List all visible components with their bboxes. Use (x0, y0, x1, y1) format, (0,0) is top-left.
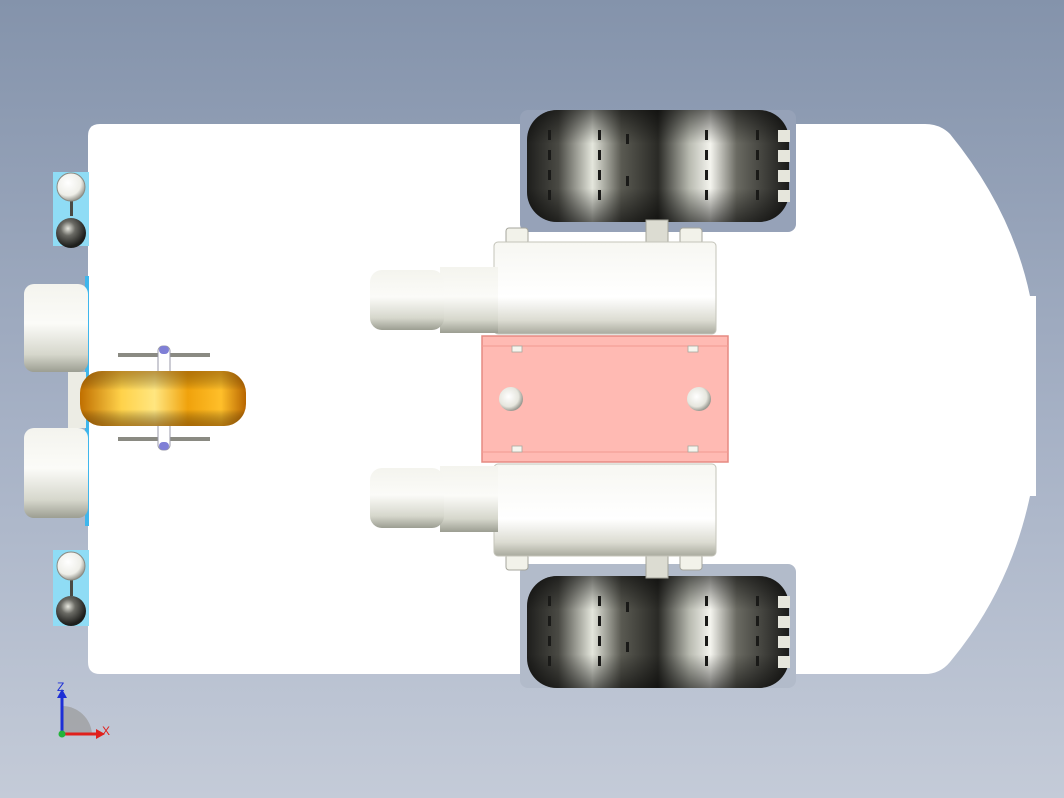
led-mount-top-stem (70, 198, 73, 216)
z-axis-label: Z (57, 680, 64, 694)
axle-shaft (645, 219, 669, 245)
caster-wheel-icon[interactable] (80, 345, 246, 451)
led-icon[interactable] (56, 596, 86, 626)
drive-wheel-icon[interactable] (527, 110, 790, 222)
axle-shaft (645, 553, 669, 579)
led-icon[interactable] (56, 172, 86, 202)
coordinate-triad: Z X (57, 680, 110, 739)
gear-motor-icon[interactable] (370, 241, 717, 335)
motor-mount-boss (505, 227, 703, 571)
x-axis-label: X (102, 724, 110, 738)
led-icon[interactable] (56, 218, 86, 248)
motor-bracket[interactable] (481, 335, 729, 463)
drive-wheel-icon[interactable] (527, 576, 790, 688)
triad-plane-icon (62, 705, 92, 734)
screw-head (687, 387, 711, 411)
led-icon[interactable] (56, 551, 86, 581)
led-mount-bottom-stem (70, 578, 73, 596)
screw-head (499, 387, 523, 411)
gear-motor-icon[interactable] (370, 463, 717, 557)
ultrasonic-sensor-icon[interactable] (24, 284, 88, 518)
